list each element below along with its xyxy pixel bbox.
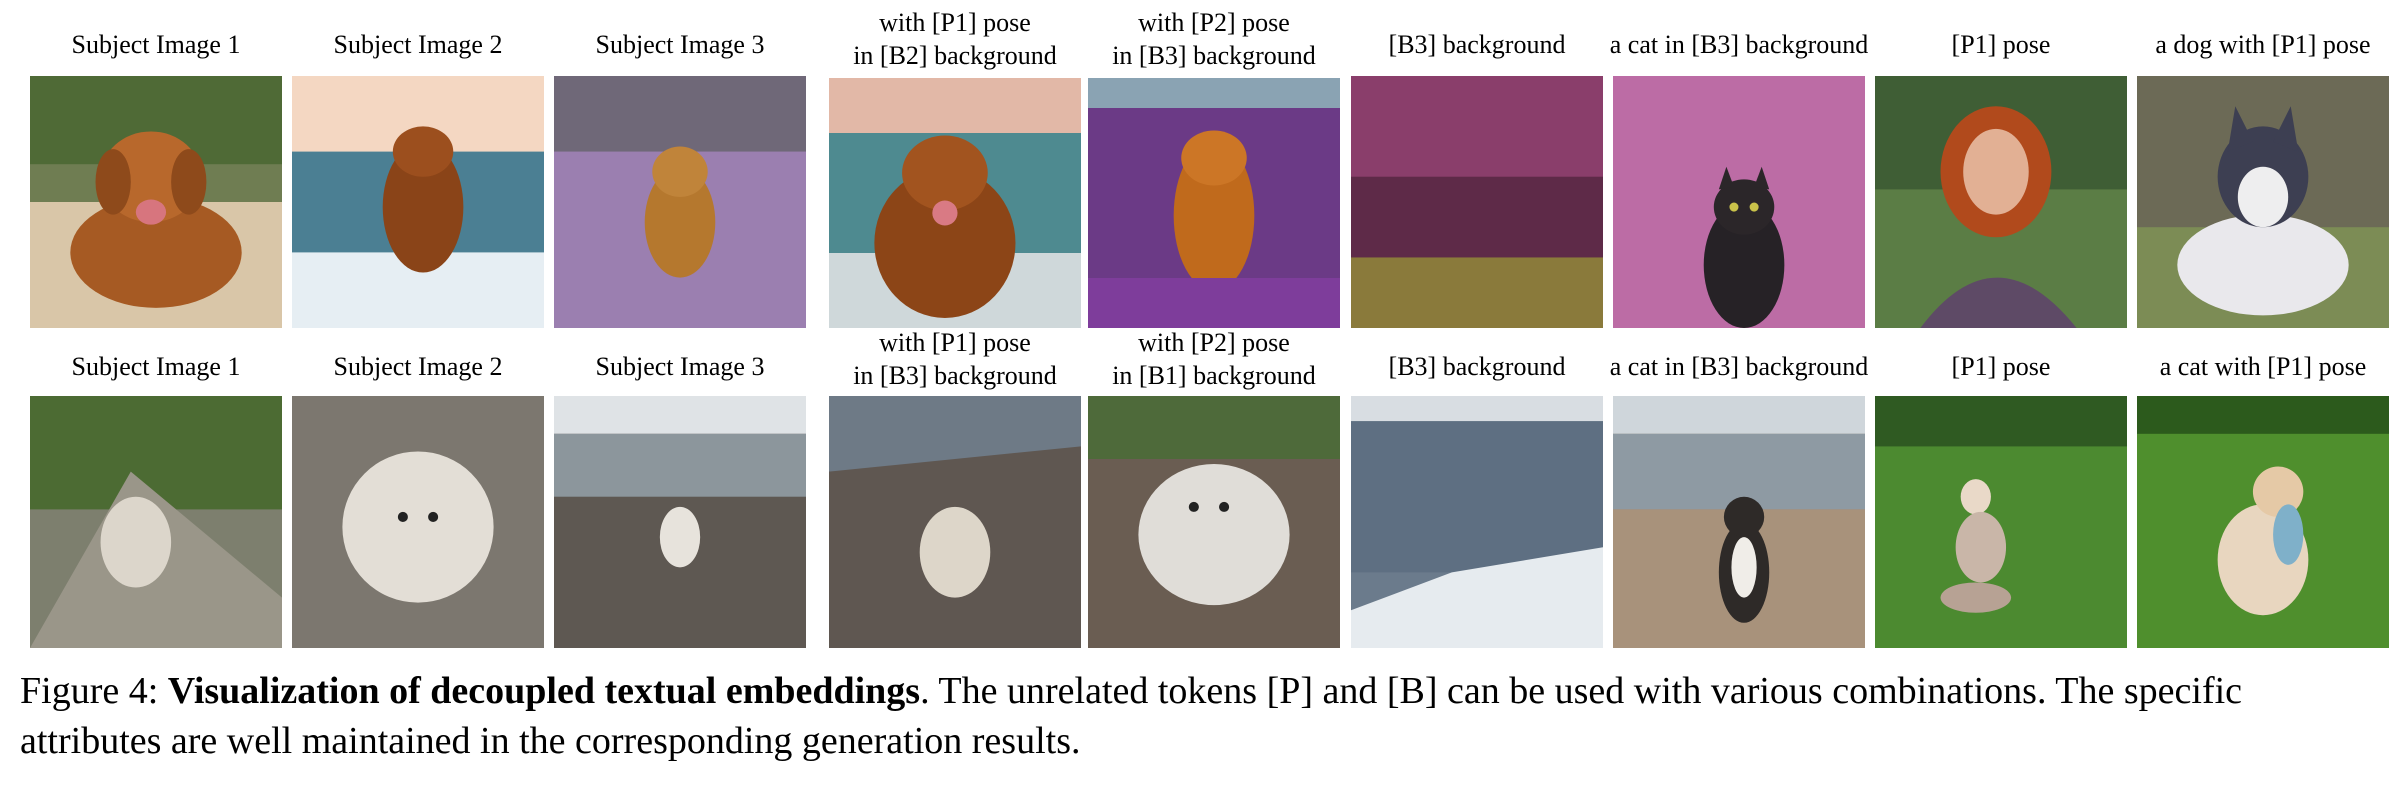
photo-dog-running-in-waves xyxy=(292,76,544,328)
photo-black-cat-in-pink-flowers xyxy=(1613,76,1865,328)
photo-white-poodle-at-beach xyxy=(554,396,806,648)
photo-dog-lying-on-sand xyxy=(30,76,282,328)
photo-sea-waves-shore xyxy=(1351,396,1603,648)
figure-cell: [P1] pose xyxy=(1875,330,2127,650)
figure-cell: Subject Image 1 xyxy=(30,0,282,330)
figure-caption: Figure 4: Visualization of decoupled tex… xyxy=(20,666,2390,766)
image-caption: a cat with [P1] pose xyxy=(2159,352,2367,381)
figure-cell: Subject Image 3 xyxy=(554,0,806,330)
figure-cell: Subject Image 1 xyxy=(30,330,282,650)
photo-purple-heather-field xyxy=(1351,76,1603,328)
photo-smiling-woman-red-hair xyxy=(1875,76,2127,328)
figure-cell: [P1] pose xyxy=(1875,0,2127,330)
photo-white-poodle-sitting-coast xyxy=(829,396,1081,648)
image-caption: [P1] pose xyxy=(1951,352,2051,381)
figure-cell: Subject Image 2 xyxy=(292,0,544,330)
image-caption: Subject Image 1 xyxy=(71,30,241,59)
image-caption: Subject Image 3 xyxy=(595,352,765,381)
figure-cell: a cat in [B3] background xyxy=(1610,0,1868,330)
image-caption: a cat in [B3] background xyxy=(1609,352,1869,381)
photo-woman-kneeling-on-grass xyxy=(1875,396,2127,648)
photo-white-poodle-on-rock xyxy=(30,396,282,648)
figure-cell: Subject Image 2 xyxy=(292,330,544,650)
photo-cat-sitting-on-grass xyxy=(2137,396,2389,648)
photo-husky-lying-on-grass xyxy=(2137,76,2389,328)
photo-cat-sitting-on-beach xyxy=(1613,396,1865,648)
photo-dog-in-purple-heather xyxy=(554,76,806,328)
figure-cell: [B3] background xyxy=(1351,0,1603,330)
figure-cell: a cat in [B3] background xyxy=(1610,330,1868,650)
figure-caption-bold: Visualization of decoupled textual embed… xyxy=(167,670,921,712)
image-caption: [B3] background xyxy=(1388,30,1566,59)
image-caption: Subject Image 3 xyxy=(595,30,765,59)
photo-dog-in-purple-flowers xyxy=(1088,78,1340,328)
figure-cell: a cat with [P1] pose xyxy=(2137,330,2389,650)
photo-white-poodle-on-rocky-ground xyxy=(1088,396,1340,648)
photo-white-poodle-on-pebbles xyxy=(292,396,544,648)
image-caption: Subject Image 2 xyxy=(333,30,503,59)
figure-caption-text: . The unrelated tokens [P] and [B] can b… xyxy=(20,670,2243,762)
figure-cell: a dog with [P1] pose xyxy=(2137,0,2389,330)
image-caption: a cat in [B3] background xyxy=(1609,30,1869,59)
figure-cell: [B3] background xyxy=(1351,330,1603,650)
image-caption: Subject Image 1 xyxy=(71,352,241,381)
figure-label: Figure 4: xyxy=(20,670,168,712)
image-caption: a dog with [P1] pose xyxy=(2155,30,2371,59)
image-caption: Subject Image 2 xyxy=(333,352,503,381)
image-caption: [B3] background xyxy=(1388,352,1566,381)
figure-cell: Subject Image 3 xyxy=(554,330,806,650)
image-caption: [P1] pose xyxy=(1951,30,2051,59)
photo-dog-at-sea-sunset xyxy=(829,78,1081,328)
